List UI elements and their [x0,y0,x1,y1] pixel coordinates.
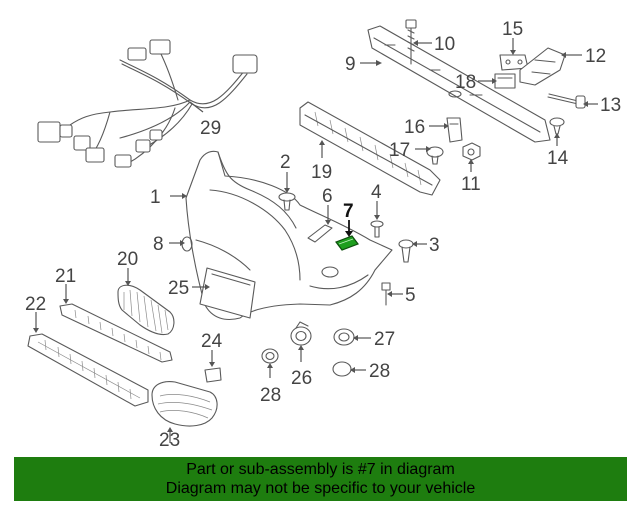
screw-4-part[interactable] [370,220,384,238]
nut-11-part[interactable] [462,142,481,161]
leader-29 [189,101,204,113]
grommet-8-part[interactable] [181,236,193,252]
lower-grille-22-part[interactable] [27,333,149,407]
banner-line-1: Part or sub-assembly is #7 in diagram [186,461,455,478]
grille-insert-21-part[interactable] [59,303,173,363]
callout-12[interactable]: 12 [585,46,606,67]
sensor-26-part[interactable] [290,321,312,346]
callout-18[interactable]: 18 [455,72,476,93]
callout-24[interactable]: 24 [201,331,223,352]
callout-16[interactable]: 16 [404,117,425,138]
cap-28b-part[interactable] [332,361,352,377]
callout-29[interactable]: 29 [200,118,221,139]
callout-9[interactable]: 9 [345,54,356,75]
callout-11[interactable]: 11 [461,174,481,195]
parts-diagram: 1 2 3 4 5 6 7 8 9 10 11 12 13 14 15 16 1… [25,19,621,451]
callout-4[interactable]: 4 [371,182,382,203]
push-clip-14-part[interactable] [549,117,565,135]
clip-18-part[interactable] [494,73,516,89]
callout-20[interactable]: 20 [117,249,138,270]
notice-banner: Part or sub-assembly is #7 in diagram Di… [14,457,627,501]
callout-17[interactable]: 17 [389,140,410,161]
callout-21[interactable]: 21 [55,266,76,287]
bracket-6-part[interactable] [307,224,333,243]
callout-10[interactable]: 10 [434,34,455,55]
callout-5[interactable]: 5 [405,285,416,306]
callout-28a[interactable]: 28 [260,385,281,406]
license-plate-bracket-25-part[interactable] [199,267,256,319]
long-bolt-part[interactable] [405,19,417,65]
callout-8[interactable]: 8 [153,234,164,255]
wiring-harness-part[interactable] [37,39,258,168]
screw-17-part[interactable] [426,146,444,165]
kidney-grille-part[interactable] [117,284,175,336]
bumper-carrier-part[interactable] [367,25,551,143]
highlighted-part-7[interactable] [335,235,359,251]
callout-15[interactable]: 15 [502,19,523,40]
callout-23[interactable]: 23 [159,430,180,451]
bracket-16-part[interactable] [446,117,463,143]
callout-6[interactable]: 6 [322,186,333,207]
stud-5-part[interactable] [381,282,391,306]
banner-line-2: Diagram may not be specific to your vehi… [165,480,476,497]
callout-27[interactable]: 27 [374,329,395,350]
push-clip-3-part[interactable] [398,239,414,263]
bracket-24-part[interactable] [204,367,222,383]
callout-28b[interactable]: 28 [369,361,390,382]
cap-28-part[interactable] [261,348,279,364]
callout-14[interactable]: 14 [547,148,569,169]
callout-19[interactable]: 19 [311,162,332,183]
bolt-13-part[interactable] [547,93,586,109]
callout-25[interactable]: 25 [168,278,189,299]
callout-7[interactable]: 7 [343,201,354,222]
energy-absorber-part[interactable] [299,101,441,196]
callout-2[interactable]: 2 [280,152,291,173]
callout-3[interactable]: 3 [429,235,440,256]
clip-2-part[interactable] [278,192,296,211]
callout-26[interactable]: 26 [291,368,312,389]
fog-grille-23-part[interactable] [151,381,218,427]
bracket-12-part[interactable] [519,47,566,86]
callout-22[interactable]: 22 [25,294,46,315]
callout-13[interactable]: 13 [600,95,621,116]
callout-1[interactable]: 1 [150,187,161,208]
sensor-holder-27-part[interactable] [333,328,355,346]
